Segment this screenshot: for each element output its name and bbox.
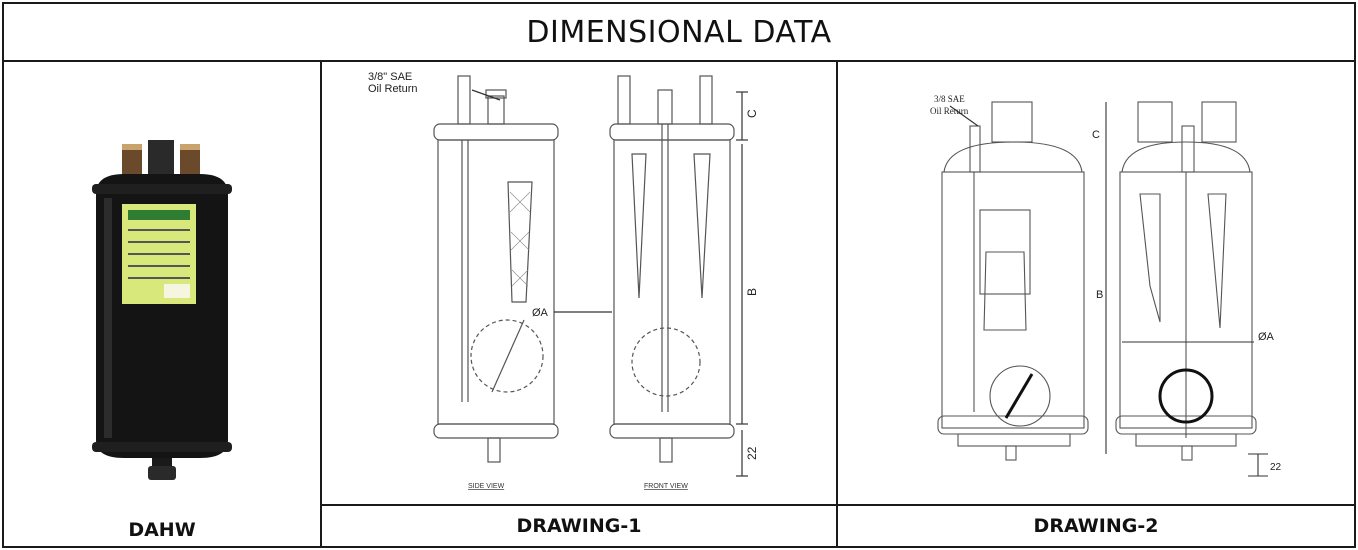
product-caption: DAHW [128, 519, 196, 541]
front-view-drawing [609, 75, 735, 463]
drawing-2-left-view [937, 101, 1089, 461]
drawing-2-dim-22: 22 [1270, 462, 1282, 473]
drawing-1-dim-b: B [745, 288, 759, 296]
drawing-1-dim-22: 22 [745, 446, 759, 460]
drawing-1: 3/8" SAE Oil Return C B 22 ØA SIDE VIEW … [368, 71, 759, 490]
drawing-2-dim-a: ØA [1258, 331, 1275, 343]
drawing-1-dim-a: ØA [532, 307, 549, 319]
drawing-1-dim-c: C [745, 109, 759, 118]
page-title: DIMENSIONAL DATA [2, 2, 1356, 62]
drawing-2-cell: 3/8 SAE Oil Return C B ØA 22 DRAWING-2 [836, 60, 1356, 548]
front-view-label: FRONT VIEW [644, 483, 688, 490]
side-view-hatch [509, 191, 531, 287]
drawing-2-oil-label-line1: 3/8 SAE [934, 94, 965, 104]
drawing-1-caption: DRAWING-1 [322, 504, 836, 546]
drawing-2-dim-b: B [1096, 289, 1103, 301]
drawing-2: 3/8 SAE Oil Return C B ØA 22 [930, 94, 1282, 477]
drawing-2-oil-label-line2: Oil Return [930, 106, 969, 116]
bottom-fitting [148, 458, 176, 480]
drawing-1-oil-label-line1: 3/8" SAE [368, 71, 412, 83]
product-label [122, 204, 196, 304]
drawing-2-dim-c: C [1092, 129, 1100, 141]
drawing-1-oil-label-line2: Oil Return [368, 83, 418, 95]
product-photo [92, 140, 232, 480]
drawing-1-cell: 3/8" SAE Oil Return C B 22 ØA SIDE VIEW … [320, 60, 838, 548]
product-cell: DAHW [2, 60, 322, 548]
top-fittings [122, 140, 200, 180]
drawing-2-right-view [1115, 101, 1257, 461]
side-view-drawing [433, 75, 559, 463]
drawing-2-caption: DRAWING-2 [838, 504, 1354, 546]
side-view-label: SIDE VIEW [468, 483, 505, 490]
